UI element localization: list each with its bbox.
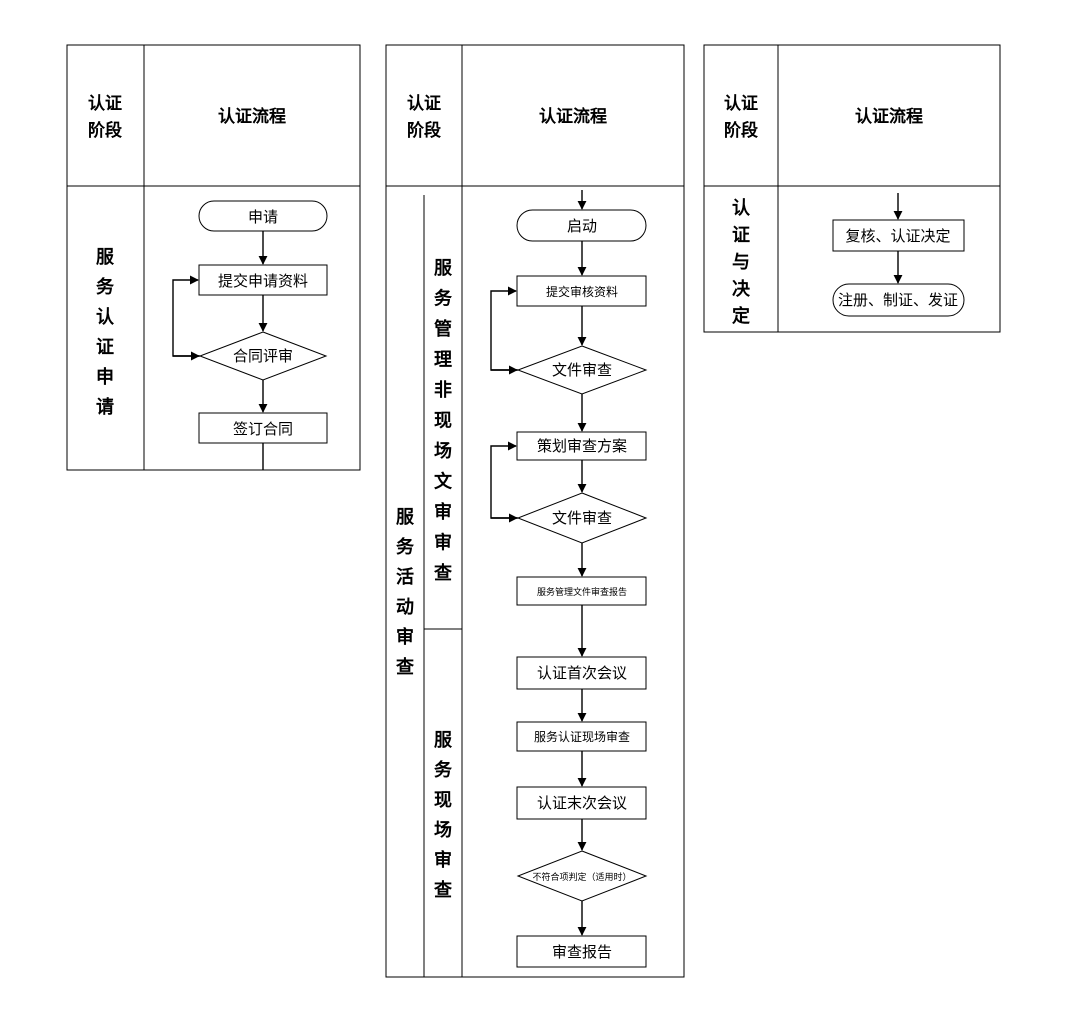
- submit-box: [516, 275, 647, 307]
- node-nonconform: 不符合项判定（适用时）: [532, 871, 631, 883]
- process-header: 认证流程: [218, 106, 286, 127]
- stage-header-line2: 阶段: [407, 120, 441, 141]
- panel-border: [385, 44, 685, 978]
- node-review-decision: 复核、认证决定: [845, 227, 950, 245]
- process-header: 认证流程: [539, 106, 607, 127]
- node-last-meeting: 认证末次会议: [537, 794, 627, 812]
- panel-application: [66, 44, 361, 471]
- node-submit: 提交申请资料: [218, 272, 308, 290]
- sub-stage-offsite: 服务管理非现场文审审查: [434, 258, 453, 584]
- stage-header-line1: 认证: [88, 93, 122, 114]
- loop-arrow: [490, 441, 518, 519]
- node-first-meeting: 认证首次会议: [537, 664, 627, 682]
- panel-decision: [703, 44, 1001, 333]
- panel-border: [703, 44, 1001, 333]
- panel-border: [66, 44, 361, 471]
- review-decision-box: [832, 219, 965, 252]
- stage-header-line1: 认证: [724, 93, 758, 114]
- node-sign: 签订合同: [233, 420, 293, 438]
- final-report-box: [516, 935, 647, 968]
- stage-header-line2: 阶段: [724, 120, 758, 141]
- node-plan: 策划审查方案: [537, 437, 627, 455]
- stage-label: 服务活动审查: [396, 507, 415, 678]
- loop-arrow: [172, 275, 200, 357]
- submit-box: [198, 264, 328, 296]
- loop-arrow: [490, 286, 518, 371]
- sub-stage-onsite: 服务现场审查: [434, 730, 453, 901]
- stage-label: 认证与决定: [732, 197, 751, 327]
- node-issue: 注册、制证、发证: [838, 291, 958, 309]
- report-box: [516, 576, 647, 606]
- first-meeting-box: [516, 656, 647, 690]
- process-header: 认证流程: [855, 106, 923, 127]
- node-final-report: 审查报告: [552, 943, 612, 961]
- node-review: 合同评审: [233, 347, 293, 365]
- issue-terminator: [832, 283, 965, 317]
- plan-box: [516, 431, 647, 461]
- stage-header-line2: 阶段: [88, 120, 122, 141]
- node-start: 申请: [248, 208, 278, 226]
- stage-header-line1: 认证: [407, 93, 441, 114]
- node-onsite-review: 服务认证现场审查: [534, 729, 630, 744]
- node-doc-review-2: 文件审查: [552, 509, 612, 527]
- node-doc-review-1: 文件审查: [552, 361, 612, 379]
- node-submit: 提交审核资料: [546, 284, 618, 299]
- node-report: 服务管理文件审查报告: [537, 586, 627, 598]
- last-meeting-box: [516, 786, 647, 820]
- stage-label: 服务认证申请: [96, 247, 115, 418]
- panel-review: [385, 44, 685, 978]
- node-start: 启动: [567, 217, 597, 235]
- onsite-review-box: [516, 721, 647, 752]
